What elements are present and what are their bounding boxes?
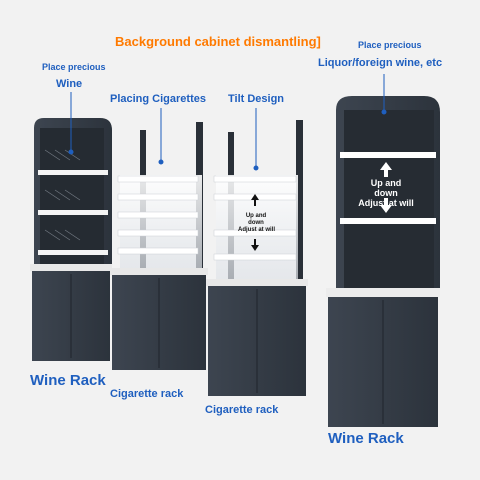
wine-rack-right-cabinet [326, 96, 440, 427]
adjust-arrows-small [251, 194, 259, 251]
adjust-big-line3: Adjust at will [358, 198, 414, 208]
wine-rack-left-cabinet [30, 118, 112, 361]
cigarette-rack-2-cabinet [206, 120, 308, 396]
page-title: Background cabinet dismantling] [115, 34, 321, 49]
caption-wine-rack-left: Wine Rack [30, 372, 106, 389]
adjust-small-line2: down [248, 220, 264, 226]
adjust-big-line1: Up and [370, 178, 402, 188]
adjust-note-small: Up and down Adjust at will [238, 213, 276, 234]
label-liquor-line2: Liquor/foreign wine, etc [318, 57, 443, 69]
label-wine-line1: Place precious [42, 62, 106, 72]
adjust-small-line1: Up and [245, 213, 267, 219]
caption-cigarette-rack-1: Cigarette rack [110, 388, 184, 400]
adjust-big-line2: down [374, 188, 398, 198]
label-liquor-line1: Place precious [358, 40, 422, 50]
caption-cigarette-rack-2: Cigarette rack [205, 404, 279, 416]
adjust-small-line3: Adjust at will [238, 227, 276, 233]
label-placing-cigarettes: Placing Cigarettes [110, 93, 206, 105]
adjust-arrows-big [380, 162, 392, 213]
cigarette-rack-1-cabinet [110, 122, 208, 370]
label-leaders [68, 74, 387, 171]
label-tilt-design: Tilt Design [228, 93, 285, 105]
label-wine-line2: Wine [56, 78, 83, 90]
caption-wine-rack-right: Wine Rack [328, 430, 404, 447]
adjust-note-big: Up and down Adjust at will [354, 178, 418, 208]
